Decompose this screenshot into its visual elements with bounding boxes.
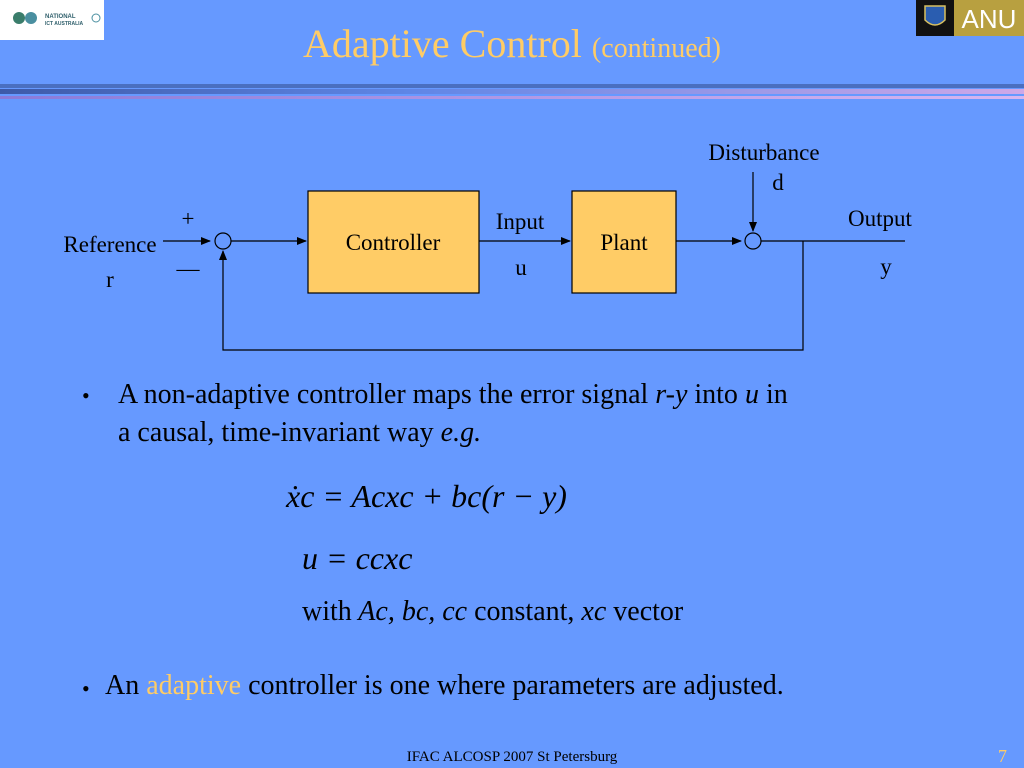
output-label: Output bbox=[848, 206, 913, 231]
bullet1-part1: A non-adaptive controller maps the error… bbox=[118, 379, 656, 410]
bullet1-part3: in bbox=[758, 379, 788, 410]
bullet-marker-2: • bbox=[82, 676, 90, 701]
bullet2-part1: An bbox=[105, 670, 147, 701]
slide-title: Adaptive Control (continued) bbox=[0, 20, 1024, 73]
anu-crest-icon bbox=[924, 5, 946, 26]
bullet2-highlight: adaptive bbox=[146, 670, 242, 701]
anu-logo-text: ANU bbox=[962, 4, 1017, 34]
feedback-path bbox=[219, 241, 804, 351]
bullet1-part2: into bbox=[687, 379, 745, 410]
bullet2-part2: controller is one where parameters are a… bbox=[241, 670, 784, 701]
nicta-logo: NATIONAL ICT AUSTRALIA bbox=[0, 0, 104, 40]
eq3-constant: constant, bbox=[474, 596, 575, 627]
input-symbol: u bbox=[515, 255, 527, 280]
reference-label: Reference bbox=[63, 232, 156, 257]
block-diagram-svg: Controller Input u Plant Disturbance d O… bbox=[63, 140, 913, 351]
nicta-logo-line2: ICT AUSTRALIA bbox=[45, 21, 84, 27]
equation-1: ẋc = Acxc + bc(r − y) bbox=[286, 478, 567, 514]
nicta-logo-line1: NATIONAL bbox=[45, 14, 76, 20]
eq3-vars: Ac, bc, cc bbox=[358, 596, 468, 627]
controller-label: Controller bbox=[346, 230, 441, 255]
eq3-xc: xc bbox=[581, 596, 607, 627]
minus-sign: — bbox=[176, 256, 201, 281]
page-number: 7 bbox=[998, 746, 1007, 766]
anu-logo-graphic: ANU bbox=[916, 0, 1024, 36]
bullet-marker-1: • bbox=[82, 383, 90, 408]
summing-junction-1 bbox=[214, 232, 232, 250]
header-band-1 bbox=[0, 84, 1024, 88]
nicta-logo-graphic: NATIONAL ICT AUSTRALIA bbox=[13, 12, 101, 27]
bullet1-line2: a causal, time-invariant way bbox=[118, 417, 441, 448]
slide-title-main: Adaptive Control bbox=[303, 21, 582, 66]
output-symbol: y bbox=[880, 254, 892, 279]
bullet1-em1: r-y bbox=[655, 379, 688, 410]
footer-text: IFAC ALCOSP 2007 St Petersburg bbox=[406, 749, 618, 765]
input-label: Input bbox=[496, 209, 545, 234]
eq3-with: with bbox=[302, 596, 352, 627]
equation-3: with Ac, bc, cc constant, xc vector bbox=[302, 596, 683, 628]
plus-sign: + bbox=[182, 206, 195, 231]
eq3-vector: vector bbox=[613, 596, 684, 627]
equation-2: u = ccxc bbox=[302, 540, 413, 576]
bullet1-eg: e.g. bbox=[440, 417, 482, 448]
header-band-3 bbox=[0, 96, 1024, 99]
disturbance-symbol: d bbox=[772, 170, 784, 195]
summing-junction-2 bbox=[744, 232, 762, 250]
header-band-2 bbox=[0, 89, 1024, 94]
anu-logo: ANU bbox=[916, 0, 1024, 36]
controller-block bbox=[307, 190, 480, 294]
bullet-text-1: A non-adaptive controller maps the error… bbox=[118, 376, 998, 452]
block-diagram: Controller Input u Plant Disturbance d O… bbox=[0, 130, 1024, 360]
bullet-text-2: An adaptive controller is one where para… bbox=[105, 667, 1005, 705]
bullet1-em2: u bbox=[744, 379, 759, 410]
disturbance-label: Disturbance bbox=[708, 140, 819, 165]
reference-symbol: r bbox=[106, 267, 114, 292]
plant-block bbox=[571, 190, 677, 294]
plant-label: Plant bbox=[600, 230, 648, 255]
slide-title-sub: (continued) bbox=[591, 33, 721, 64]
